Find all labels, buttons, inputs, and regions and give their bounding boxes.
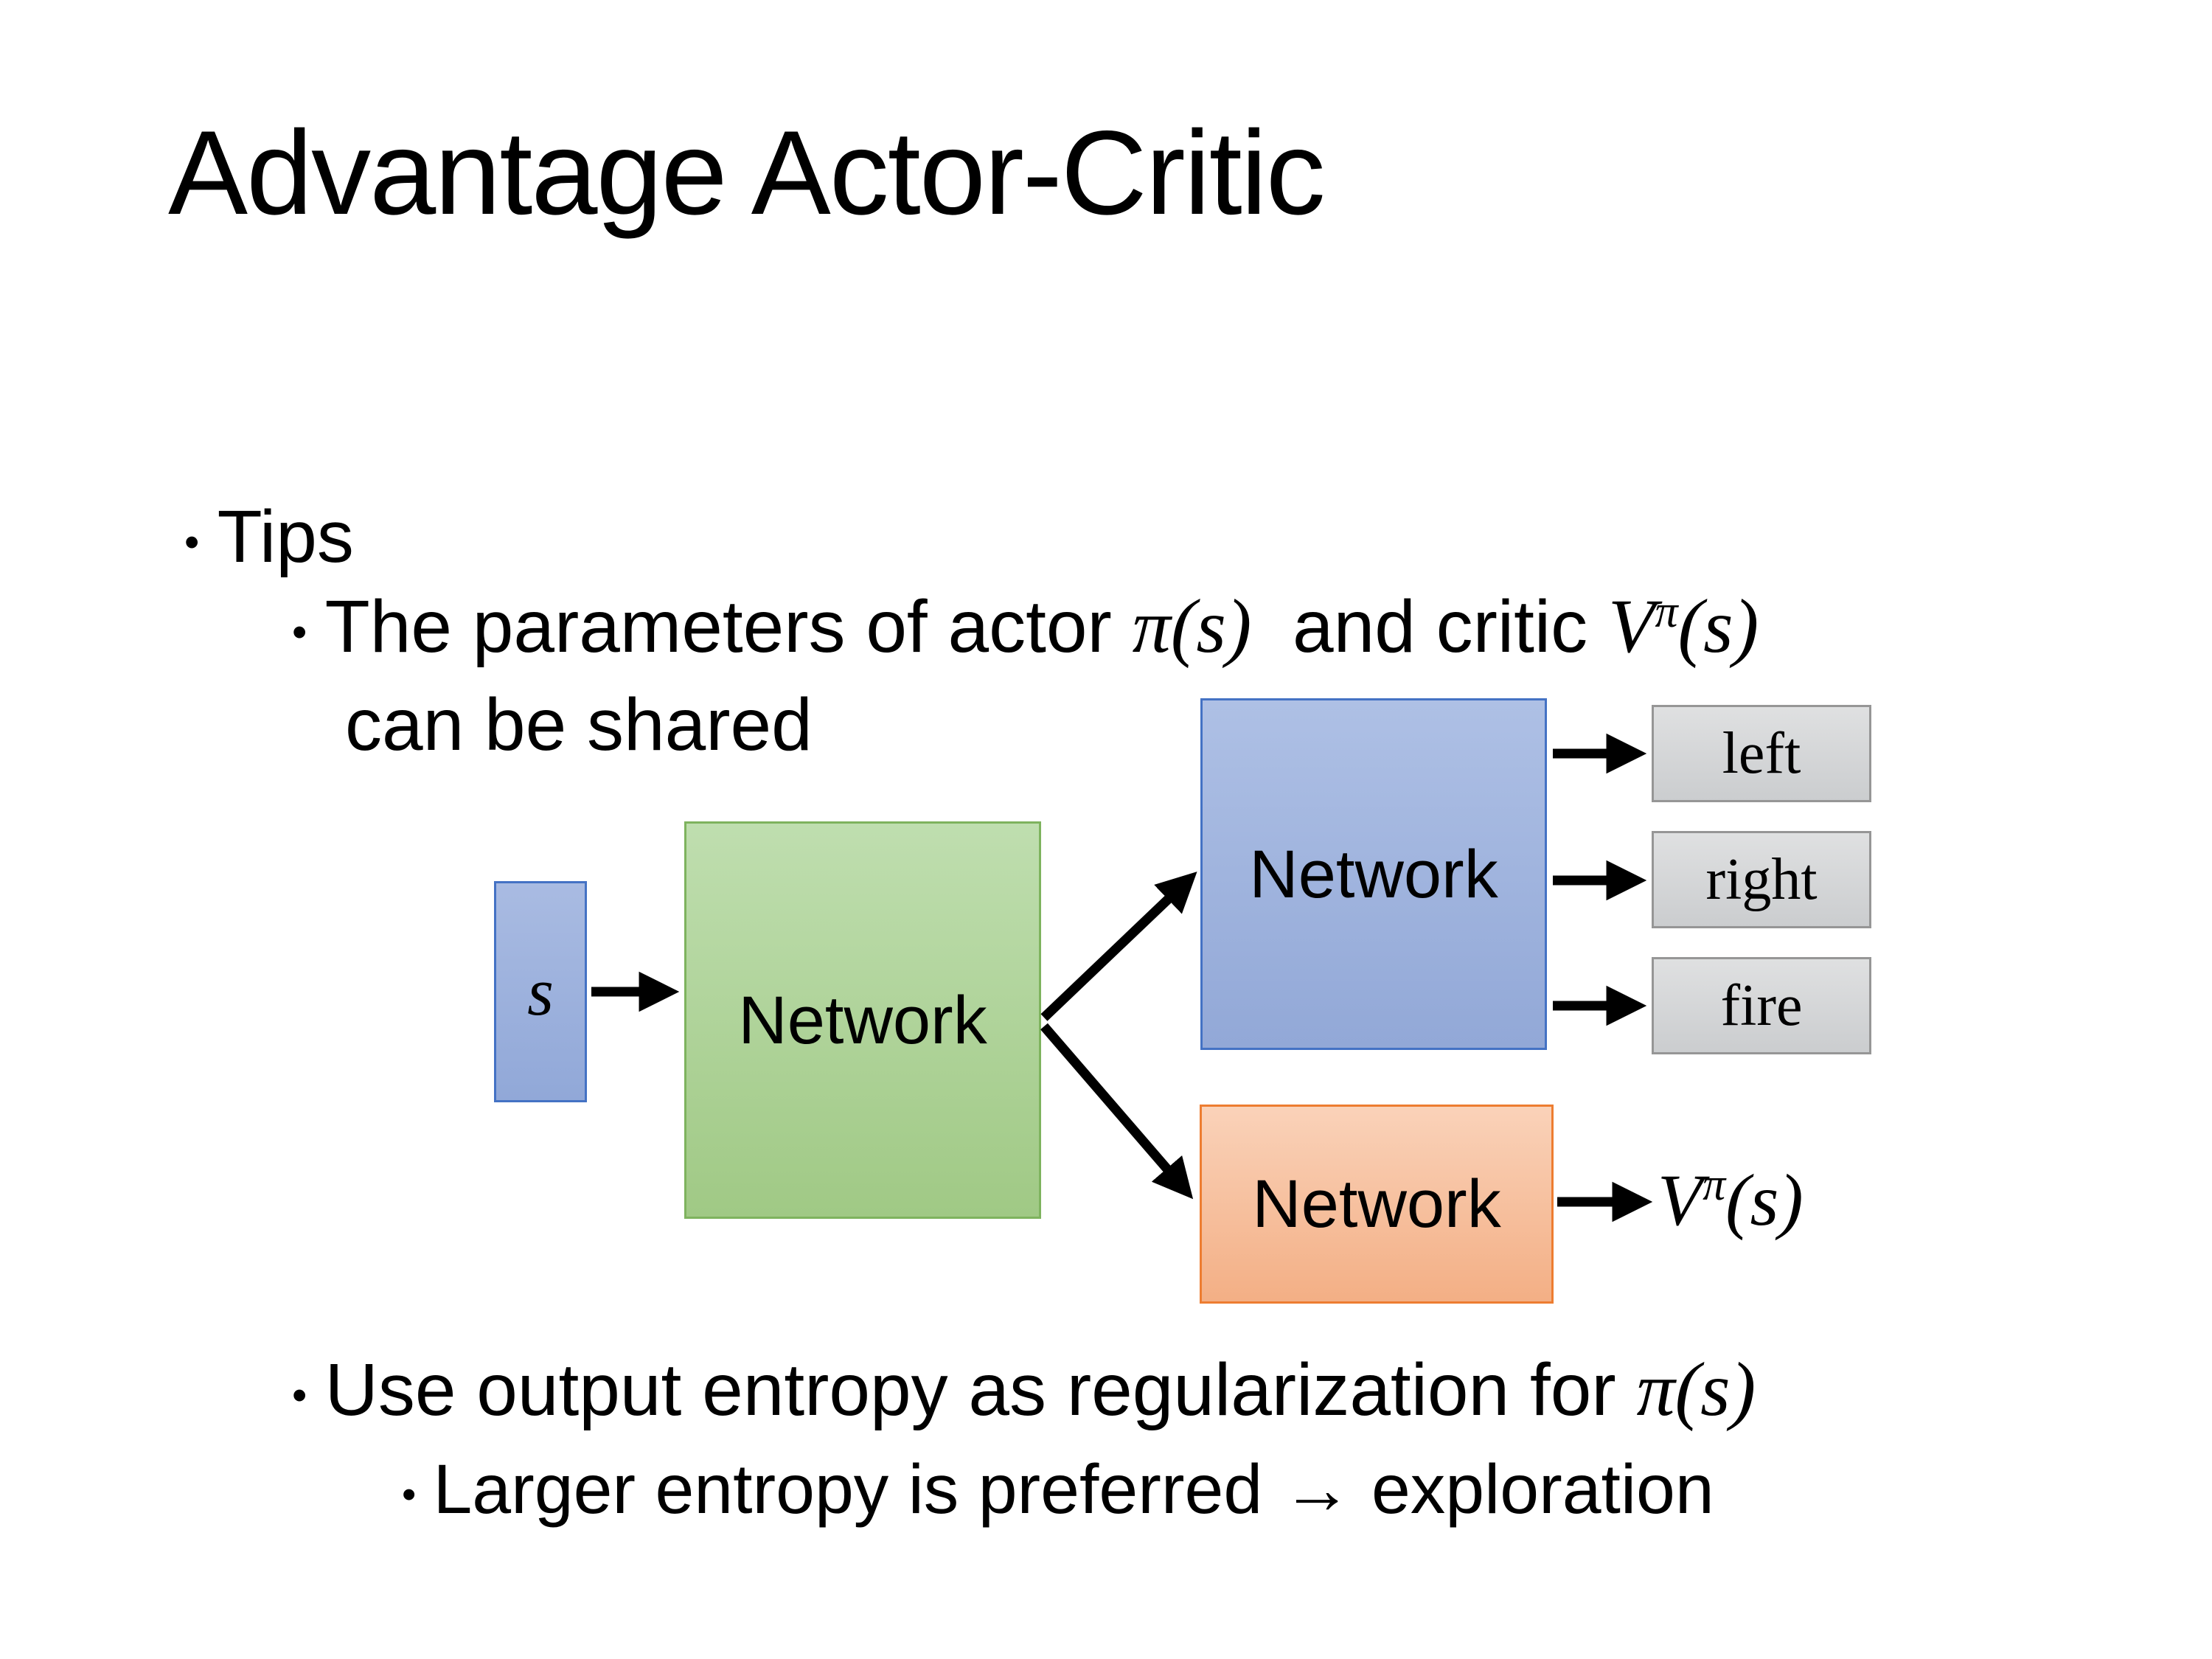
critic-output-sup: π <box>1703 1159 1726 1210</box>
policy-math: π(s) <box>1636 1347 1756 1432</box>
critic-value-sup: π <box>1655 586 1678 637</box>
shared-network-label: Network <box>738 982 987 1058</box>
bullet-parameters-shared: • The parameters of actor π(s) and criti… <box>292 581 1759 673</box>
bullet-tips: • Tips <box>184 493 354 581</box>
entropy-text: Use output entropy as regularization for… <box>325 1344 1756 1436</box>
parameters-pre: The parameters of actor <box>324 585 1133 668</box>
actor-network-label: Network <box>1249 836 1498 912</box>
page-title: Advantage Actor-Critic <box>168 106 1326 240</box>
bullet-parameters-shared-line2: can be shared <box>345 681 813 769</box>
critic-output-formula: Vπ(s) <box>1658 1149 1804 1252</box>
arrow-shared-to-critic <box>1040 1023 1194 1200</box>
critic-output-base: V <box>1658 1159 1703 1241</box>
critic-output-args: (s) <box>1725 1159 1804 1241</box>
action-right-label: right <box>1705 847 1818 912</box>
bullet-icon: • <box>292 1371 307 1420</box>
parameters-text: The parameters of actor π(s) and critic … <box>325 581 1759 673</box>
shared-network-box: Network <box>684 821 1041 1219</box>
bullet-icon: • <box>184 518 200 567</box>
state-input-box: s <box>494 881 587 1102</box>
state-label: s <box>527 954 554 1029</box>
critic-network-box: Network <box>1200 1105 1554 1304</box>
critic-value-base: V <box>1607 584 1655 669</box>
arrow-shared-to-actor <box>1040 872 1197 1021</box>
action-fire-label: fire <box>1720 973 1803 1038</box>
bullet-icon: • <box>402 1471 417 1517</box>
tips-label: Tips <box>217 495 354 578</box>
entropy-pre: Use output entropy as regularization for <box>324 1349 1637 1431</box>
action-box-right: right <box>1652 831 1871 928</box>
critic-network-label: Network <box>1252 1166 1501 1242</box>
action-left-label: left <box>1722 721 1801 786</box>
actor-policy-math: π(s) <box>1132 584 1252 669</box>
bullet-icon: • <box>292 608 307 657</box>
larger-entropy-text: Larger entropy is preferred → exploratio… <box>433 1450 1714 1528</box>
action-box-left: left <box>1652 705 1871 802</box>
actor-network-box: Network <box>1200 698 1547 1050</box>
action-box-fire: fire <box>1652 957 1871 1054</box>
can-be-shared-text: can be shared <box>345 684 813 766</box>
critic-value-args: (s) <box>1677 584 1759 669</box>
bullet-larger-entropy: • Larger entropy is preferred → explorat… <box>402 1447 1714 1531</box>
parameters-mid: and critic <box>1251 585 1608 668</box>
bullet-entropy-regularization: • Use output entropy as regularization f… <box>292 1344 1756 1436</box>
